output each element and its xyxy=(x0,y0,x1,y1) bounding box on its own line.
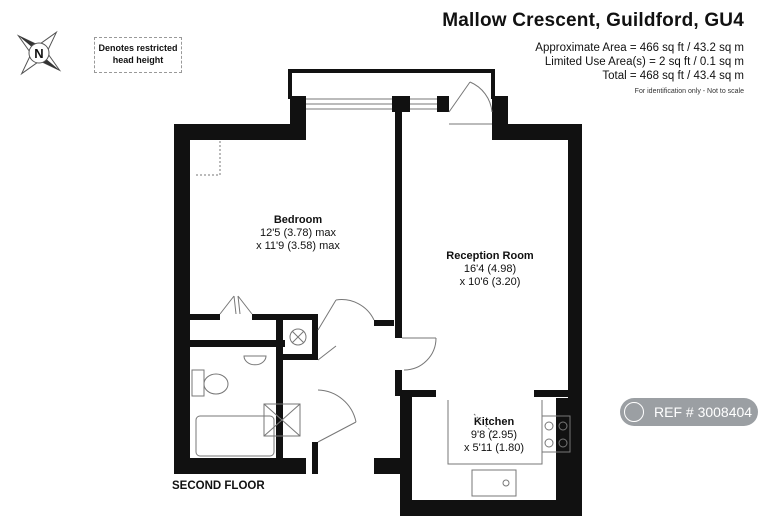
compass-icon: N xyxy=(16,30,62,76)
room-kitchen: Kitchen 9'8 (2.95) x 5'11 (1.80) xyxy=(444,416,544,455)
bedroom-dim-1: 12'5 (3.78) max xyxy=(259,227,337,239)
total-area: Total = 468 sq ft / 43.4 sq m xyxy=(602,70,744,82)
walls xyxy=(174,69,582,516)
legend-line-1: Denotes restricted xyxy=(98,43,178,53)
fittings xyxy=(191,81,571,497)
reception-dim-1: 16'4 (4.98) xyxy=(463,263,517,275)
home-icon xyxy=(624,402,644,422)
room-bedroom: Bedroom 12'5 (3.78) max x 11'9 (3.58) ma… xyxy=(228,214,368,253)
restricted-height-legend: Denotes restricted head height xyxy=(94,37,182,73)
bedroom-dim-2: x 11'9 (3.58) max xyxy=(256,240,340,252)
ref-text: REF # 3008404 xyxy=(654,404,753,420)
scale-note: For identification only - Not to scale xyxy=(634,88,744,95)
floor-label: SECOND FLOOR xyxy=(172,480,265,492)
room-reception: Reception Room 16'4 (4.98) x 10'6 (3.20) xyxy=(420,250,560,289)
approx-area: Approximate Area = 466 sq ft / 43.2 sq m xyxy=(535,42,744,54)
compass-label: N xyxy=(34,46,43,61)
bedroom-name: Bedroom xyxy=(273,214,323,226)
limited-area: Limited Use Area(s) = 2 sq ft / 0.1 sq m xyxy=(544,56,744,68)
kitchen-dim-1: 9'8 (2.95) xyxy=(470,429,518,441)
page-title: Mallow Crescent, Guildford, GU4 xyxy=(442,10,744,31)
kitchen-dim-2: x 5'11 (1.80) xyxy=(464,442,524,454)
ref-badge: REF # 3008404 xyxy=(620,398,758,426)
reception-dim-2: x 10'6 (3.20) xyxy=(459,276,521,288)
kitchen-name: Kitchen xyxy=(473,416,515,428)
reception-name: Reception Room xyxy=(446,250,534,262)
legend-line-2: head height xyxy=(112,55,164,65)
